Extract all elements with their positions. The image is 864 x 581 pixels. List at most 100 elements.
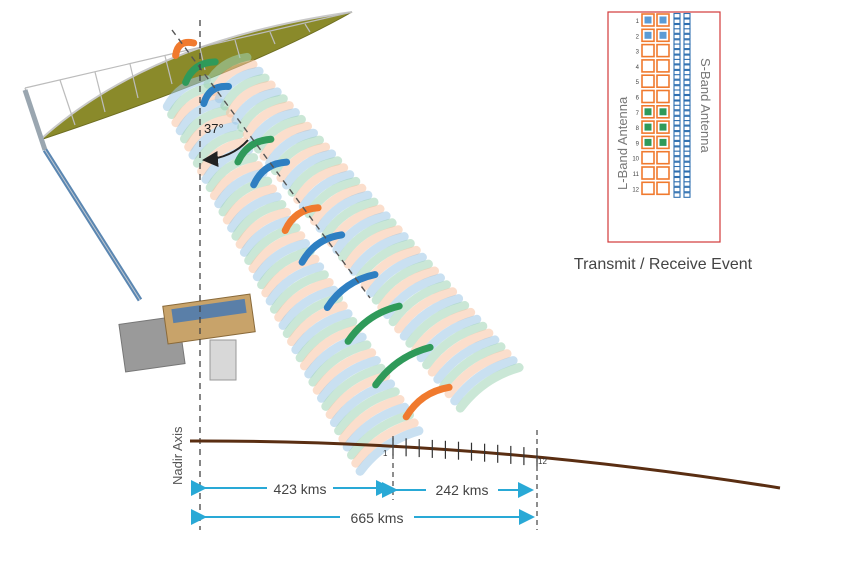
beam-stripe — [399, 294, 464, 341]
beam-stripe — [427, 328, 494, 377]
antenna-row: 11 — [633, 165, 691, 183]
s-band-cell — [673, 120, 681, 126]
beam-stripe — [188, 121, 240, 160]
beam-event — [281, 204, 322, 234]
antenna-row-label: 6 — [636, 96, 640, 102]
s-band-cell — [683, 89, 691, 96]
beam-stripe — [360, 245, 421, 291]
panel-title: Transmit / Receive Event — [573, 256, 753, 273]
nadir-axis-label: Nadir Axis — [170, 426, 185, 485]
s-band-cell — [673, 43, 681, 50]
beam-stripe — [162, 75, 211, 111]
beam-stripe — [203, 52, 252, 89]
s-band-cell — [673, 33, 681, 40]
s-band-cell — [673, 186, 681, 193]
beam-stripe — [214, 66, 264, 104]
beam-stripe — [282, 149, 337, 190]
beam-axis-line — [171, 29, 371, 299]
antenna-row-label: 1 — [636, 19, 640, 25]
s-band-cell — [673, 28, 681, 34]
s-band-cell — [673, 94, 681, 101]
beam-stripe — [248, 231, 306, 274]
s-band-cell — [673, 49, 681, 55]
beam-stripe — [291, 309, 353, 355]
distance-total: 665 kms — [191, 509, 535, 526]
s-band-cell — [683, 186, 691, 193]
l-band-cell-active — [644, 108, 652, 116]
beam-event — [234, 135, 275, 166]
s-band-cell — [673, 64, 681, 70]
s-band-cell — [683, 171, 691, 178]
antenna-row: 3 — [636, 43, 691, 61]
s-band-cell — [673, 58, 681, 65]
beam-stripe — [192, 129, 244, 168]
beam-stripe — [338, 395, 405, 444]
tick-label-last: 12 — [538, 457, 547, 466]
beam-stripe — [433, 335, 500, 384]
l-band-cell — [641, 59, 655, 73]
l-band-cell-active — [659, 16, 667, 24]
antenna-row: 5 — [636, 74, 691, 91]
satellite-body — [118, 293, 256, 381]
antenna-row-label: 8 — [636, 126, 640, 132]
s-band-cell — [673, 12, 681, 19]
antenna-row: 7 — [636, 104, 691, 122]
antenna-row-label: 10 — [632, 157, 639, 163]
beam-stripe — [209, 161, 263, 201]
s-band-cell — [673, 156, 681, 162]
boom-arm — [22, 89, 143, 302]
beam-stripe — [237, 94, 288, 132]
distance-swath: 242 kms — [382, 482, 534, 498]
s-band-cell — [673, 18, 681, 25]
beam-stripe — [205, 153, 259, 193]
beam-stripe — [295, 317, 358, 363]
reflector-antenna — [24, 11, 353, 141]
antenna-row: 1 — [636, 12, 691, 30]
beam-stripe — [252, 239, 310, 282]
beam-stripe — [329, 379, 396, 428]
ground-surface — [189, 439, 781, 490]
beam-stripe — [371, 259, 433, 305]
beam-stripe — [366, 252, 427, 298]
s-band-cell — [673, 110, 681, 116]
beam-stripe — [225, 80, 276, 118]
beam-event — [200, 82, 232, 107]
l-band-cell-active — [644, 123, 652, 131]
beam-stripe — [231, 87, 282, 125]
beam-stripe — [321, 197, 379, 240]
beam-stripe — [259, 121, 312, 161]
beam-stripe — [265, 262, 325, 306]
beam-stripe — [167, 82, 216, 120]
distance-total-label: 665 kms — [351, 510, 404, 526]
antenna-row-label: 7 — [636, 111, 640, 117]
beam-stripe — [220, 73, 270, 111]
ground-ticks — [392, 437, 538, 467]
antenna-row-label: 11 — [633, 172, 640, 178]
distance-near-label: 423 kms — [274, 481, 327, 497]
distance-near: 423 kms — [191, 480, 392, 497]
s-band-cell — [673, 135, 681, 141]
beam-stripe — [287, 301, 348, 347]
beam-stripe — [343, 225, 403, 269]
l-band-cell-active — [644, 138, 652, 146]
beam-stripe — [222, 184, 277, 225]
s-band-cell — [673, 171, 681, 178]
s-band-cell — [683, 12, 691, 19]
antenna-row-label: 2 — [636, 34, 640, 40]
beam-event — [182, 58, 219, 86]
beam-stripe — [242, 101, 294, 140]
beam-event — [323, 271, 379, 311]
beam-event — [298, 231, 346, 266]
look-angle-label: 37° — [204, 121, 224, 136]
l-band-cell-active — [659, 31, 667, 39]
s-band-label: S-Band Antenna — [698, 58, 713, 153]
l-band-cell — [641, 43, 655, 58]
s-band-cell — [683, 33, 691, 40]
antenna-row-label: 3 — [636, 50, 640, 56]
s-band-cell — [683, 156, 691, 162]
beam-stripe — [394, 287, 458, 334]
l-band-cell — [656, 89, 670, 104]
beam-stripe — [235, 207, 292, 249]
